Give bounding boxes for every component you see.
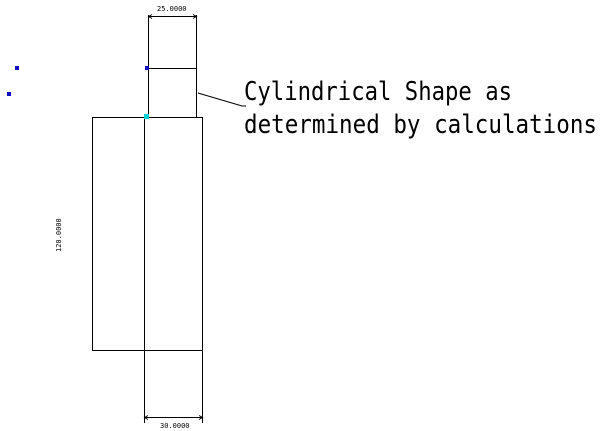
- top-dimension-arrow-left: [147, 14, 153, 19]
- note-line-1: Cylindrical Shape as: [244, 77, 512, 107]
- top-dimension-label: 25.0000: [157, 5, 187, 13]
- left-dimension-label: 120.0000: [55, 218, 63, 252]
- note-line-2: determined by calculations: [244, 110, 597, 140]
- bottom-dimension: [143, 415, 204, 420]
- top-dimension: [147, 14, 198, 19]
- bottom-dimension-label: 30.0000: [160, 422, 190, 430]
- bottom-dimension-arrow-right: [198, 415, 204, 420]
- origin-marker[interactable]: [144, 114, 149, 119]
- top-dimension-arrow-right: [192, 14, 198, 19]
- lower-cylinder: [92, 117, 203, 423]
- upper-cylinder: [148, 15, 197, 117]
- point-marker[interactable]: [7, 92, 11, 96]
- point-marker[interactable]: [15, 66, 19, 70]
- bottom-dimension-arrow-left: [143, 415, 149, 420]
- grip-marker[interactable]: [145, 66, 149, 70]
- note-leader-line: [197, 92, 246, 107]
